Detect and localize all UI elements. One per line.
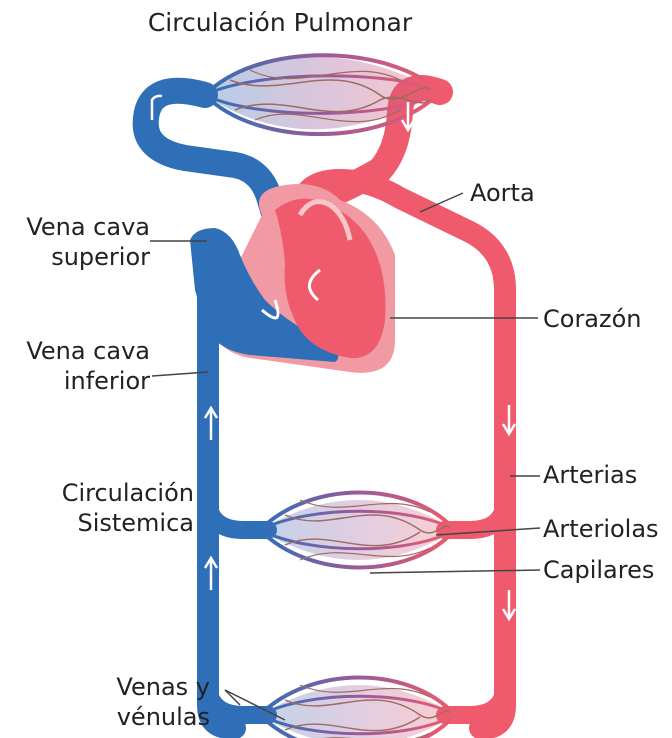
label-capilares: Capilares [543,555,654,585]
label-vena-cava-superior-line2: superior [0,242,150,272]
label-venas-line1: Venas y [60,672,210,702]
heart [190,184,395,373]
label-vena-cava-inferior: Vena cava inferior [0,336,150,396]
label-arterias: Arterias [543,460,637,490]
label-circulacion-sistemica-line1: Circulación [0,478,194,508]
label-corazon: Corazón [543,304,642,334]
label-venas-venulas: Venas y vénulas [60,672,210,732]
label-vena-cava-inferior-line1: Vena cava [0,336,150,366]
label-arteriolas: Arteriolas [543,514,659,544]
capillary-bed-lower [260,678,455,738]
label-aorta: Aorta [470,178,535,208]
label-vena-cava-superior-line1: Vena cava [0,212,150,242]
label-vena-cava-inferior-line2: inferior [0,366,150,396]
systemic-veins [152,96,268,728]
label-venas-line2: vénulas [60,702,210,732]
label-vena-cava-superior: Vena cava superior [0,212,150,272]
capillary-bed-upper [260,493,455,568]
label-circulacion-sistemica: Circulación Sistemica [0,478,194,538]
diagram-title: Circulación Pulmonar [130,8,430,38]
label-circulacion-sistemica-line2: Sistemica [0,508,194,538]
